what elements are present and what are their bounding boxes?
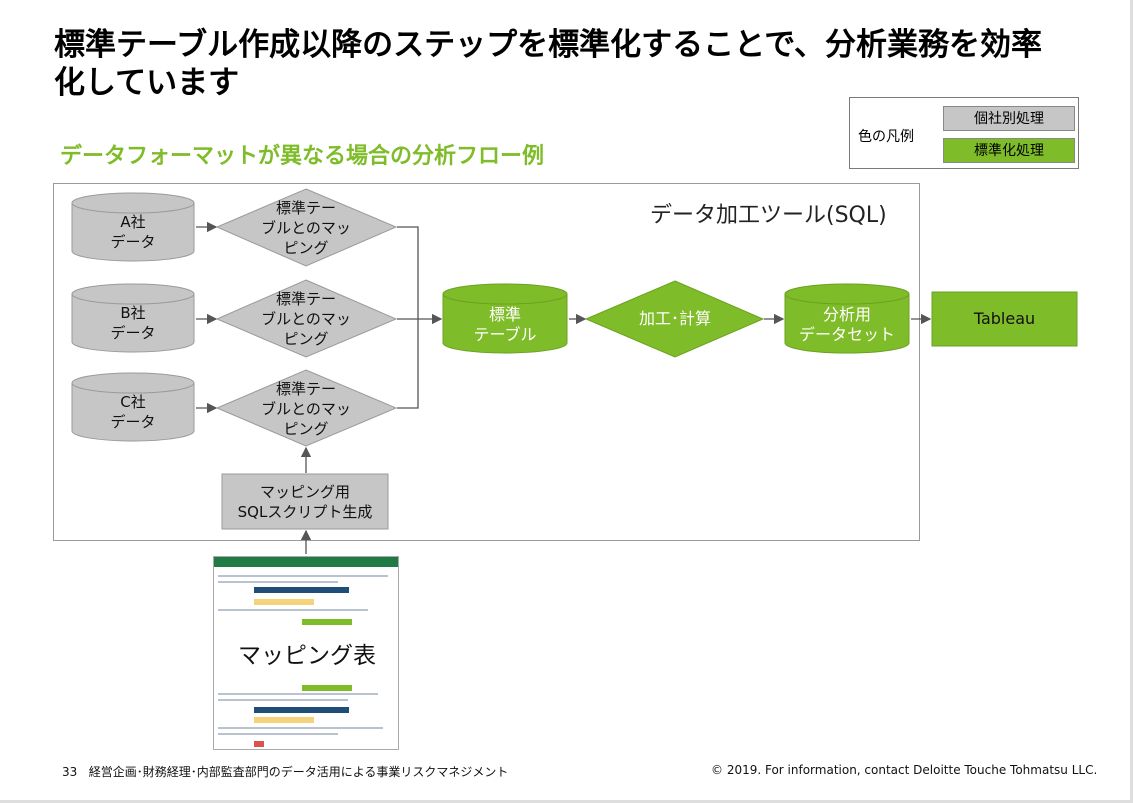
connector-a [397,226,419,319]
mapping-a-line2: ブルとのマッ [261,219,351,237]
mapping-sheet-image: マッピング表 [213,556,399,750]
sheet-yellow-band [254,599,314,605]
mapping-a-line1: 標準テー [275,199,336,217]
sheet-header-band [254,587,349,593]
source-b-name: B社 [120,304,146,322]
sheet-green-band-2 [302,685,352,691]
calc-label: 加工･計算 [638,309,711,328]
source-a-type: データ [110,233,156,251]
legend-standard-processing: 標準化処理 [943,138,1075,163]
dataset-cylinder [784,283,910,354]
sql-tool-label: データ加工ツール(SQL) [650,203,887,228]
source-c-label: C社 データ [82,392,184,432]
sheet-row [218,575,388,577]
mapping-a-label: 標準テー ブルとのマッ ピング [246,198,366,258]
mapping-b-label: 標準テー ブルとのマッ ピング [246,289,366,349]
dataset-line1: 分析用 [822,305,871,324]
connector-c [397,319,419,409]
standard-table-line2: テーブル [473,325,537,344]
standard-table-line1: 標準 [488,305,521,324]
footer-left: 33 経営企画･財務経理･内部監査部門のデータ活用による事業リスクマネジメント [62,763,508,780]
source-b-label: B社 データ [82,303,184,343]
source-c-name: C社 [120,393,146,411]
mapping-sheet-label: マッピング表 [234,637,380,675]
page-title: 標準テーブル作成以降のステップを標準化することで、分析業務を効率化しています [54,27,1042,101]
script-box-label: マッピング用 SQLスクリプト生成 [222,482,388,522]
footer-copyright: © 2019. For information, contact Deloitt… [711,763,1098,777]
sheet-row [218,699,348,701]
mapping-b-line3: ピング [283,330,329,348]
mapping-b-line1: 標準テー [275,290,336,308]
mapping-c-label: 標準テー ブルとのマッ ピング [246,379,366,439]
mapping-diamond-c [215,369,398,447]
source-b-cylinder [71,283,195,353]
script-box [221,473,389,530]
tableau-box [931,291,1078,347]
sql-tool-frame [53,183,920,541]
mapping-c-line2: ブルとのマッ [261,400,351,418]
dataset-label: 分析用 データセット [785,305,909,345]
mapping-b-line2: ブルとのマッ [261,310,351,328]
color-legend: 色の凡例 個社別処理 標準化処理 [849,97,1079,169]
footer-document-title: 経営企画･財務経理･内部監査部門のデータ活用による事業リスクマネジメント [88,765,509,779]
sheet-row [218,733,338,735]
standard-table-cylinder [442,283,568,354]
sheet-red-tab [254,741,264,747]
script-box-line2: SQLスクリプト生成 [237,503,373,521]
script-box-line1: マッピング用 [259,483,350,501]
source-b-type: データ [110,324,156,342]
dataset-line2: データセット [798,325,895,344]
sheet-titlebar [214,557,398,567]
sheet-row [218,609,368,611]
source-a-name: A社 [120,213,146,231]
mapping-diamond-b [215,279,398,358]
source-c-cylinder [71,372,195,442]
tableau-label: Tableau [973,309,1036,328]
legend-title: 色の凡例 [858,129,914,145]
mapping-c-line1: 標準テー [275,380,336,398]
sheet-yellow-band-2 [254,717,314,723]
sheet-green-band [302,619,352,625]
mapping-a-line3: ピング [283,239,329,257]
source-a-label: A社 データ [82,212,184,252]
page-number: 33 [62,765,78,779]
sheet-row [218,581,338,583]
sheet-row [218,693,378,695]
source-c-type: データ [110,413,156,431]
legend-individual-processing: 個社別処理 [943,106,1075,131]
standard-table-label: 標準 テーブル [443,305,567,345]
sheet-row [218,727,383,729]
page-subtitle: データフォーマットが異なる場合の分析フロー例 [60,144,545,169]
mapping-diamond-a [215,188,398,267]
source-a-cylinder [71,192,195,262]
sheet-header-band-2 [254,707,349,713]
calc-diamond [584,280,765,358]
mapping-c-line3: ピング [283,420,329,438]
